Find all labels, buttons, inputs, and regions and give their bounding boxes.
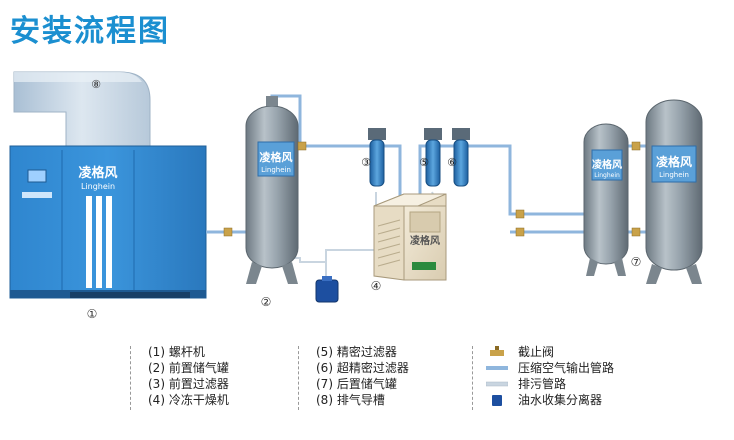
valve-icon (486, 346, 508, 358)
legend-item: (2) 前置储气罐 (148, 361, 229, 375)
post-air-tank (645, 99, 703, 284)
post-tank-small-brand-cn: 凌格风 (592, 158, 622, 171)
callout-8: ⑧ (91, 78, 101, 91)
legend-item: (3) 前置过滤器 (148, 377, 229, 391)
legend-item: (7) 后置储气罐 (316, 377, 397, 391)
legend-key-drain-pipe: 排污管路 (485, 376, 614, 392)
callout-2: ② (261, 295, 272, 309)
separator-icon (486, 394, 508, 406)
legend-column-a: (1) 螺杆机 (2) 前置储气罐 (3) 前置过滤器 (4) 冷冻干燥机 (148, 344, 229, 408)
precision-filter (424, 128, 442, 187)
pre-tank-brand-cn: 凌格风 (260, 150, 293, 164)
refrigerated-dryer (373, 193, 447, 281)
legend-item: (1) 螺杆机 (148, 345, 205, 359)
legend-key-valve: 截止阀 (486, 344, 614, 360)
callout-1: ① (87, 307, 98, 321)
callout-7: ⑦ (631, 255, 642, 269)
legend-key-air-pipe: 压缩空气输出管路 (486, 360, 614, 376)
legend-column-b: (5) 精密过滤器 (6) 超精密过滤器 (7) 后置储气罐 (8) 排气导槽 (316, 344, 409, 408)
pre-air-tank (245, 96, 299, 284)
legend-key-label: 压缩空气输出管路 (518, 361, 615, 375)
post-tank-small-brand-en: Linghein (594, 172, 620, 179)
legend-item: (6) 超精密过滤器 (316, 361, 409, 375)
oil-water-separator (315, 276, 339, 303)
pre-tank-brand-en: Linghein (261, 166, 291, 174)
shutoff-valves (223, 141, 641, 237)
callout-4: ④ (371, 279, 382, 293)
legend-key-label: 排污管路 (518, 377, 567, 391)
dryer-brand-cn: 凌格风 (410, 234, 440, 247)
screw-compressor (9, 145, 207, 299)
legend-item: (8) 排气导槽 (316, 393, 385, 407)
drain-pipe-icon (485, 378, 509, 390)
pre-filter (368, 128, 386, 187)
post-air-tank-small (583, 123, 629, 276)
legend-divider (130, 346, 131, 410)
callout-5: ⑤ (419, 156, 429, 169)
legend-key-label: 油水收集分离器 (518, 393, 603, 407)
ultra-precision-filter (452, 128, 470, 187)
page-title: 安装流程图 (10, 14, 170, 49)
legend-divider (298, 346, 299, 410)
compressor-brand-en: Linghein (81, 182, 115, 191)
legend-keys: 截止阀 压缩空气输出管路 排污管路 油水收集分离器 (485, 344, 614, 408)
compressor-brand-cn: 凌格风 (78, 165, 117, 181)
post-tank-brand-en: Linghein (659, 171, 689, 179)
air-pipe-icon (486, 362, 508, 374)
legend-divider (472, 346, 473, 410)
legend-item: (4) 冷冻干燥机 (148, 393, 229, 407)
post-tank-brand-cn: 凌格风 (656, 154, 692, 169)
exhaust-duct (13, 71, 151, 149)
legend-key-separator: 油水收集分离器 (486, 392, 614, 408)
callout-3: ③ (361, 156, 371, 169)
legend-key-label: 截止阀 (518, 345, 555, 359)
legend-item: (5) 精密过滤器 (316, 345, 397, 359)
callout-6: ⑥ (447, 156, 457, 169)
